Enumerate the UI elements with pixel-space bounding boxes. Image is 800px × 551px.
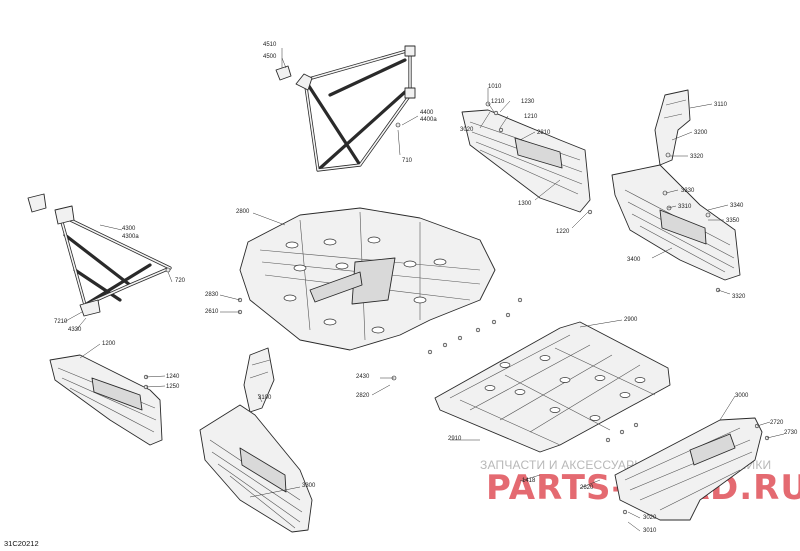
callouts: 4510 4500 4400 4400a 710 1010 1210 1230 … xyxy=(54,42,798,534)
callout-label: 4330 xyxy=(68,327,82,333)
callout-label: 1250 xyxy=(166,384,180,390)
callout-label: 3330 xyxy=(681,188,695,194)
callout-label: 3340 xyxy=(730,203,744,209)
callout-label: 1220 xyxy=(556,229,570,235)
callout-label: 1240 xyxy=(166,374,180,380)
callout-label: 3110 xyxy=(714,102,728,108)
callout-label: 2810 xyxy=(537,130,551,136)
callout-label: 3100 xyxy=(258,395,272,401)
callout-label: 3000 xyxy=(735,393,749,399)
callout-label: 4400a xyxy=(420,117,437,123)
callout-label: 1230 xyxy=(521,99,535,105)
callout-label: 2910 xyxy=(448,436,462,442)
callout-label: 3400 xyxy=(627,257,641,263)
callout-label: 3200 xyxy=(694,130,708,136)
callout-label: 3350 xyxy=(726,218,740,224)
callout-label: 710 xyxy=(402,158,413,164)
callout-label: 2900 xyxy=(624,317,638,323)
callout-label: 4500 xyxy=(263,54,277,60)
part-front-cage xyxy=(27,193,172,317)
callout-label: 1418 xyxy=(522,478,536,484)
part-skid-plate-rear xyxy=(614,417,770,521)
callout-label: 3020 xyxy=(643,515,657,521)
bracket-4510 xyxy=(275,65,292,81)
callout-label: 3320 xyxy=(690,154,704,160)
drawing-number: 31C20212 xyxy=(4,539,39,548)
callout-label: 2800 xyxy=(236,209,250,215)
callout-label: 2720 xyxy=(770,420,784,426)
callout-label: 2430 xyxy=(356,374,370,380)
callout-label: 3010 xyxy=(643,528,657,534)
callout-label: 4300a xyxy=(122,234,139,240)
pillar-3110 xyxy=(654,89,691,166)
callout-label: 1200 xyxy=(102,341,116,347)
callout-label: 3300 xyxy=(302,483,316,489)
callout-label: 3320 xyxy=(732,294,746,300)
leader-lines xyxy=(63,48,785,532)
callout-label: 4510 xyxy=(263,42,277,48)
callout-label: 7210 xyxy=(54,319,68,325)
callout-label: 2820 xyxy=(356,393,370,399)
callout-label: 4400 xyxy=(420,110,434,116)
part-rear-cage-upper xyxy=(275,45,416,172)
callout-label: 2610 xyxy=(205,309,219,315)
callout-label: 3020 xyxy=(460,127,474,133)
part-side-panel-left-front xyxy=(49,354,163,446)
callout-label: 1210 xyxy=(491,99,505,105)
callout-label: 1010 xyxy=(488,84,502,90)
callout-label: 1300 xyxy=(518,201,532,207)
callout-label: 2730 xyxy=(784,430,798,436)
callout-label: 2830 xyxy=(205,292,219,298)
callout-label: 2620 xyxy=(580,485,594,491)
callout-label: 720 xyxy=(175,278,186,284)
callout-label: 1210 xyxy=(524,114,538,120)
part-side-panel-left-rear xyxy=(199,347,313,533)
callout-label: 4300 xyxy=(122,226,136,232)
pillar-3100 xyxy=(243,347,275,413)
part-side-panel-right-rear xyxy=(611,89,741,293)
callout-label: 3310 xyxy=(678,204,692,210)
part-floor-pan-main xyxy=(237,207,496,351)
